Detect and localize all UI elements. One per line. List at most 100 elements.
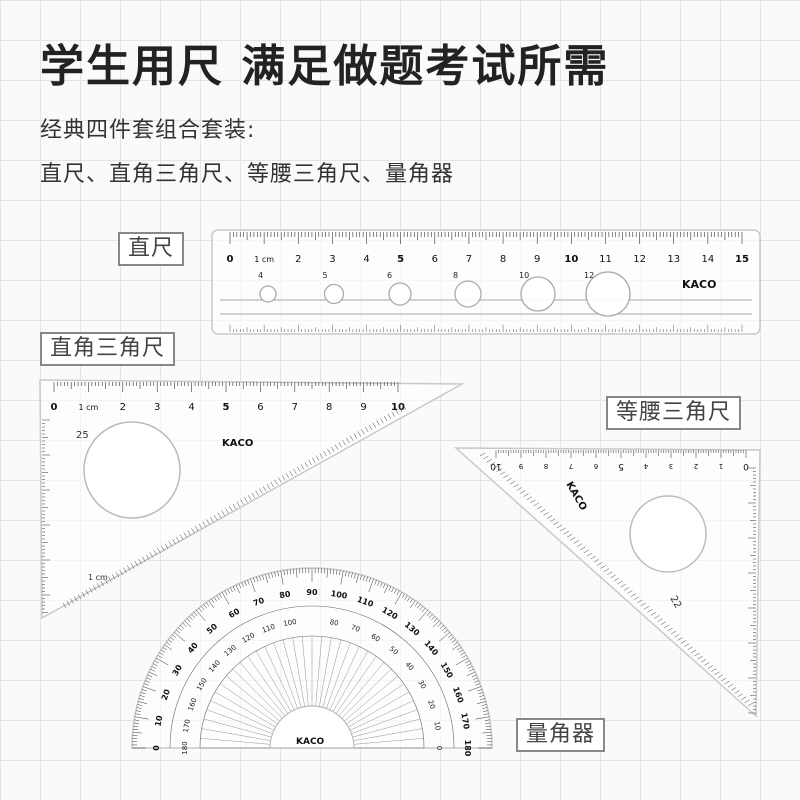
- protractor-tick: [351, 572, 353, 578]
- isosceles-hyp-tick: [741, 696, 747, 700]
- protractor-tick: [138, 698, 144, 701]
- protractor-ray: [341, 668, 392, 719]
- isosceles-hyp-tick: [577, 543, 583, 547]
- protractor-ray: [353, 728, 423, 741]
- isosceles-hyp-tick: [623, 587, 630, 591]
- protractor-ray: [226, 675, 280, 722]
- protractor-tick: [159, 652, 164, 656]
- right-triangle-hyp-tick: [138, 558, 142, 565]
- protractor-tick: [286, 569, 288, 575]
- ruler-hole: [388, 282, 412, 306]
- right-triangle-hyp-tick: [346, 437, 350, 444]
- right-triangle-hyp-tick: [270, 481, 274, 488]
- isosceles-hyp-tick: [647, 609, 653, 613]
- right-triangle-hyp-tick: [183, 532, 188, 538]
- isosceles-tick-label: 10: [490, 461, 502, 471]
- protractor-tick: [439, 632, 451, 642]
- ruler-hole: [259, 285, 277, 303]
- right-triangle-hyp-tick: [104, 578, 108, 584]
- right-triangle-hyp-tick: [74, 596, 78, 602]
- right-triangle-hyp-tick: [380, 418, 384, 424]
- right-triangle-hyp-tick: [372, 422, 376, 428]
- protractor-tick: [205, 602, 210, 607]
- protractor-inner-label: 170: [182, 719, 192, 734]
- isosceles-hyp-tick: [499, 471, 506, 475]
- protractor-tick: [196, 609, 206, 621]
- protractor-tick: [421, 607, 426, 613]
- protractor-inner-label: 180: [181, 741, 189, 754]
- protractor-ray: [353, 738, 424, 745]
- isosceles-hyp-tick: [607, 571, 613, 575]
- right-triangle-hole-label: 25: [76, 430, 89, 441]
- protractor-tick: [393, 588, 397, 594]
- isosceles-hyp-tick: [744, 699, 750, 704]
- protractor-tick: [142, 686, 157, 692]
- protractor-tick: [164, 644, 173, 651]
- protractor-tick: [244, 581, 247, 586]
- isosceles-hyp-tick: [603, 568, 610, 572]
- isosceles-hyp-tick: [660, 621, 667, 625]
- protractor-tick: [186, 618, 191, 623]
- isosceles-hyp-tick: [714, 671, 720, 675]
- isosceles-hyp-tick: [510, 480, 516, 485]
- right-triangle-hyp-tick: [376, 420, 380, 426]
- protractor-tick: [171, 634, 177, 639]
- ruler-hole: [454, 280, 482, 308]
- isosceles-hyp-tick: [674, 634, 680, 638]
- protractor-ray: [302, 636, 309, 707]
- protractor-brand-logo: KACO: [296, 737, 325, 747]
- protractor-tick: [394, 591, 403, 605]
- protractor-tick: [485, 725, 491, 727]
- protractor-tick: [256, 576, 259, 582]
- protractor-tick: [253, 577, 256, 583]
- protractor-outer-label: 90: [306, 588, 318, 597]
- right-triangle-hyp-tick: [145, 554, 150, 560]
- right-triangle-hyp-tick: [368, 424, 373, 430]
- protractor-tick: [433, 618, 438, 623]
- protractor-tick: [262, 574, 265, 580]
- protractor-inner-label: 30: [416, 679, 427, 691]
- right-triangle-hyp-tick: [213, 514, 218, 521]
- isosceles-hyp-tick: [737, 693, 744, 697]
- right-triangle-tick-label: 5: [223, 402, 230, 413]
- protractor-tick: [178, 627, 183, 632]
- subtitle-line-1: 经典四件套组合套装:: [40, 118, 256, 143]
- right-triangle-hyp-tick: [402, 404, 407, 411]
- protractor-inner-label: 80: [329, 618, 339, 627]
- protractor-tick: [277, 571, 279, 577]
- isosceles-hyp-tick: [563, 530, 569, 535]
- isosceles-hyp-tick: [630, 593, 636, 597]
- right-triangle-hyp-tick: [108, 576, 112, 582]
- ruler-tick-label: 1 cm: [254, 255, 274, 264]
- ruler-hole: [520, 276, 556, 312]
- protractor-ray: [232, 668, 283, 719]
- protractor-tick: [339, 570, 341, 576]
- protractor-tick: [418, 609, 428, 621]
- right-triangle-tick-label: 10: [391, 402, 405, 413]
- protractor-tick: [461, 655, 467, 659]
- protractor-inner-label: 10: [432, 721, 441, 731]
- protractor-tick: [368, 578, 374, 593]
- right-triangle-hyp-tick: [338, 442, 342, 448]
- protractor-tick: [289, 569, 291, 575]
- protractor-ray: [292, 637, 305, 707]
- isosceles-hyp-tick: [600, 565, 606, 569]
- right-triangle-hyp-tick: [331, 446, 335, 452]
- protractor-tick: [432, 620, 440, 628]
- isosceles-hyp-tick: [633, 596, 640, 600]
- isosceles-hyp-tick: [620, 584, 626, 588]
- isosceles-hyp-tick: [520, 490, 526, 494]
- protractor-outer-label: 10: [153, 714, 164, 727]
- isosceles-hyp-tick: [617, 580, 623, 585]
- ruler-hole-label: 5: [323, 271, 328, 280]
- isosceles-hyp-tick: [637, 599, 643, 604]
- isosceles-hyp-tick: [550, 518, 556, 522]
- right-triangle-hyp-tick: [240, 499, 244, 505]
- protractor-inner-arc: [169, 605, 455, 749]
- isosceles-hyp-tick: [570, 537, 576, 541]
- protractor-tick: [283, 570, 285, 576]
- right-triangle-hyp-tick: [319, 453, 324, 459]
- isosceles-hyp-tick: [526, 496, 533, 500]
- right-triangle-hyp-tick: [221, 510, 225, 516]
- right-triangle-hyp-tick: [357, 431, 361, 437]
